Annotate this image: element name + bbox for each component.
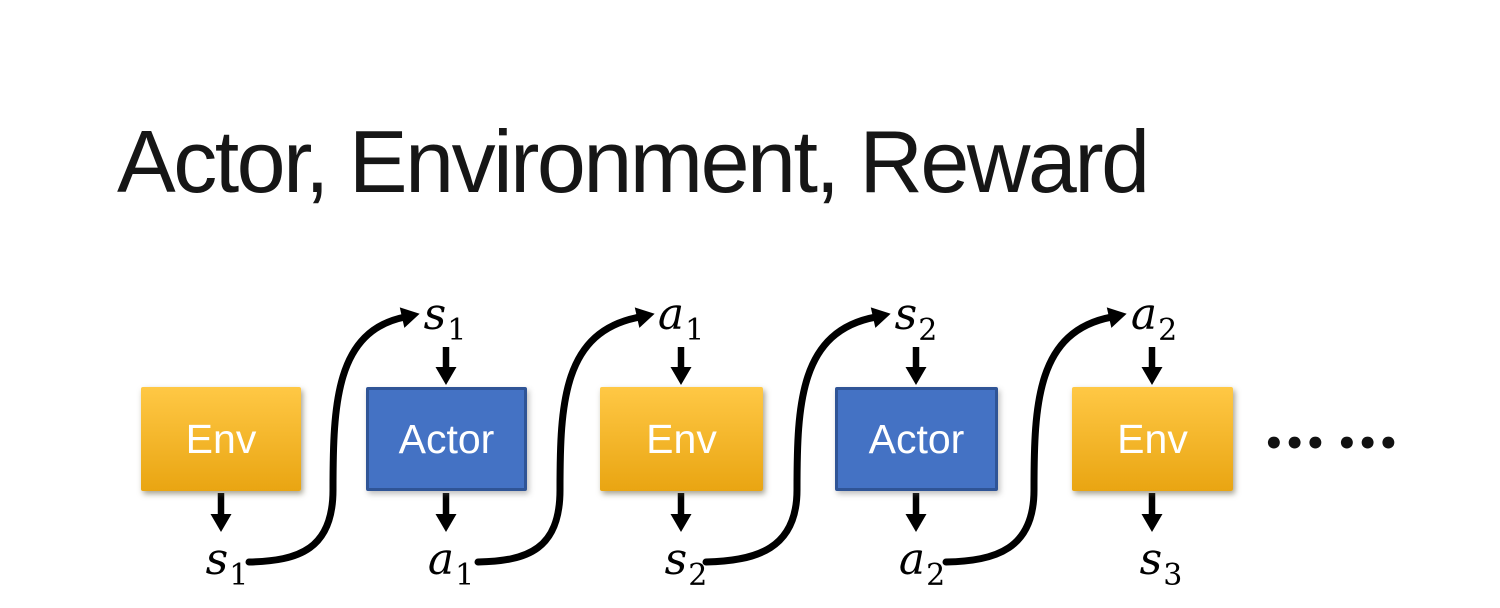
- math-symbol: s: [1139, 534, 1163, 585]
- box-label: Actor: [398, 415, 495, 462]
- math-subscript: 2: [1158, 313, 1178, 348]
- math-subscript: 2: [688, 558, 708, 593]
- math-subscript: 2: [918, 313, 938, 348]
- slide-title: Actor, Environment, Reward: [117, 112, 1150, 211]
- math-symbol: s: [664, 534, 688, 585]
- math-symbol: a: [427, 534, 455, 585]
- output-down-arrow: [435, 493, 457, 532]
- label-a1-top: a1: [606, 293, 756, 346]
- output-down-arrow: [1141, 493, 1163, 532]
- label-s1-bottom: s1: [152, 538, 302, 591]
- math-symbol: s: [423, 289, 447, 340]
- env-1-box: Env: [141, 387, 301, 491]
- math-symbol: s: [205, 534, 229, 585]
- math-subscript: 1: [455, 558, 475, 593]
- label-a1-bottom: a1: [376, 538, 526, 591]
- label-s2-top: s2: [841, 293, 991, 346]
- input-down-arrow: [670, 347, 692, 385]
- input-down-arrow: [435, 347, 457, 385]
- box-label: Env: [646, 415, 717, 462]
- env-3-box: Env: [1072, 387, 1233, 491]
- math-subscript: 2: [926, 558, 946, 593]
- label-a2-bottom: a2: [847, 538, 997, 591]
- env-2-box: Env: [600, 387, 763, 491]
- math-subscript: 1: [685, 313, 705, 348]
- output-down-arrow: [210, 493, 232, 532]
- label-a2-top: a2: [1079, 293, 1229, 346]
- label-s1-top: s1: [370, 293, 520, 346]
- math-symbol: a: [898, 534, 926, 585]
- math-subscript: 1: [447, 313, 467, 348]
- math-subscript: 3: [1163, 558, 1183, 593]
- output-down-arrow: [670, 493, 692, 532]
- label-s2-bottom: s2: [611, 538, 761, 591]
- input-down-arrow: [1141, 347, 1163, 385]
- math-symbol: s: [894, 289, 918, 340]
- math-subscript: 1: [229, 558, 249, 593]
- box-label: Env: [185, 415, 257, 462]
- actor-2-box: Actor: [835, 387, 998, 491]
- box-label: Env: [1117, 415, 1188, 462]
- label-s3-bottom: s3: [1086, 538, 1236, 591]
- box-label: Actor: [868, 415, 965, 462]
- ellipsis-label: ••• •••: [1263, 424, 1399, 464]
- math-symbol: a: [1130, 289, 1158, 340]
- actor-1-box: Actor: [366, 387, 527, 491]
- input-down-arrow: [905, 347, 927, 385]
- math-symbol: a: [657, 289, 685, 340]
- output-down-arrow: [905, 493, 927, 532]
